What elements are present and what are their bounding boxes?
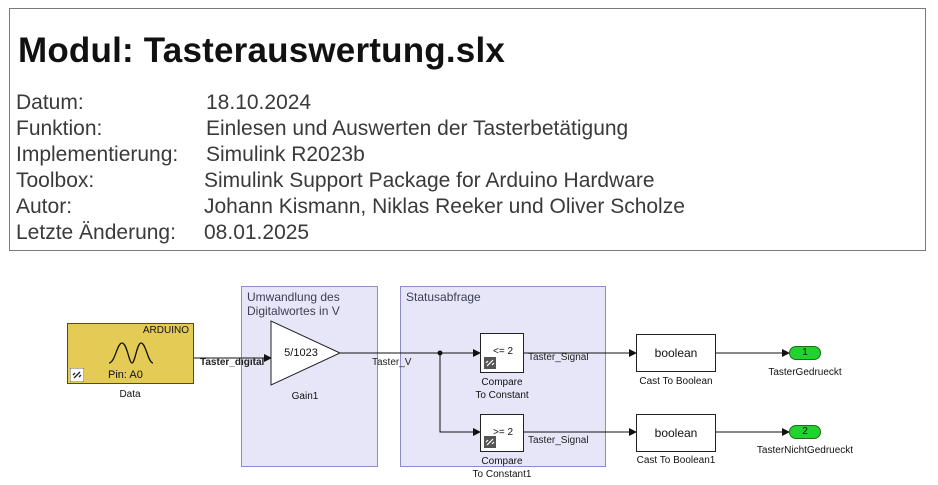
signal-label-taster-digital: Taster_digital — [200, 357, 265, 368]
cast1-block-caption: Cast To Boolean1 — [636, 455, 716, 466]
link-icon — [484, 436, 496, 448]
cast-to-boolean1-block[interactable]: boolean — [636, 414, 716, 452]
meta-value: Johann Kismann, Niklas Reeker und Oliver… — [204, 195, 685, 218]
meta-key: Toolbox: — [16, 169, 95, 192]
meta-value: 08.01.2025 — [204, 221, 310, 244]
arduino-brand-label: ARDUINO — [142, 325, 189, 336]
compare-operator-label: >= 2 — [493, 427, 514, 438]
area-conversion-label: Umwandlung des Digitalwortes in V — [247, 290, 340, 318]
model-title: Modul: Tasterauswertung.slx — [18, 31, 506, 70]
meta-key: Letzte Änderung: — [16, 221, 176, 244]
outport-2[interactable]: 2 — [789, 425, 821, 439]
waveform-icon — [108, 342, 154, 364]
outport-2-caption: TasterNichtGedrueckt — [756, 445, 854, 456]
meta-key: Implementierung: — [16, 143, 179, 166]
gain-value-label: 5/1023 — [284, 347, 318, 359]
signal-label-taster-signal-1: Taster_Signal — [528, 352, 589, 363]
meta-value: Einlesen und Auswerten der Tasterbetätig… — [206, 117, 629, 140]
meta-value: 18.10.2024 — [206, 91, 312, 114]
area-conversion[interactable]: Umwandlung des Digitalwortes in V — [241, 286, 378, 467]
link-icon — [484, 357, 496, 369]
arduino-block-caption: Data — [119, 389, 141, 400]
cast-type-label: boolean — [654, 426, 698, 440]
arduino-analog-input-block[interactable]: ARDUINO Pin: A0 — [67, 323, 194, 384]
meta-key: Autor: — [16, 195, 73, 218]
arduino-pin-label: Pin: A0 — [108, 369, 143, 381]
meta-key: Datum: — [16, 91, 84, 114]
signal-label-taster-v: Taster_V — [372, 357, 412, 368]
wire-taster-v-2 — [439, 353, 481, 436]
cast-block-caption: Cast To Boolean — [639, 376, 713, 387]
meta-value: Simulink Support Package for Arduino Har… — [204, 169, 655, 192]
gain-block-caption: Gain1 — [291, 391, 319, 402]
area-status-label: Statusabfrage — [406, 290, 481, 304]
compare-to-constant1-block[interactable]: >= 2 — [480, 414, 524, 452]
branch-point — [437, 350, 443, 356]
compare-operator-label: <= 2 — [493, 346, 514, 357]
cast-to-boolean-block[interactable]: boolean — [636, 334, 716, 372]
signal-label-taster-signal-2: Taster_Signal — [528, 435, 589, 446]
compare-block-caption: Compare To Constant — [475, 377, 529, 401]
cast-type-label: boolean — [654, 346, 698, 360]
meta-value: Simulink R2023b — [206, 143, 365, 166]
compare-to-constant-block[interactable]: <= 2 — [480, 333, 524, 373]
gain-block — [270, 320, 342, 386]
outport-1[interactable]: 1 — [789, 346, 821, 360]
link-icon — [70, 368, 84, 382]
model-info-annotation[interactable]: Modul: Tasterauswertung.slx Datum: 18.10… — [9, 8, 926, 251]
outport-1-caption: TasterGedrueckt — [768, 367, 842, 378]
meta-key: Funktion: — [16, 117, 103, 140]
compare1-block-caption: Compare To Constant1 — [472, 456, 532, 480]
